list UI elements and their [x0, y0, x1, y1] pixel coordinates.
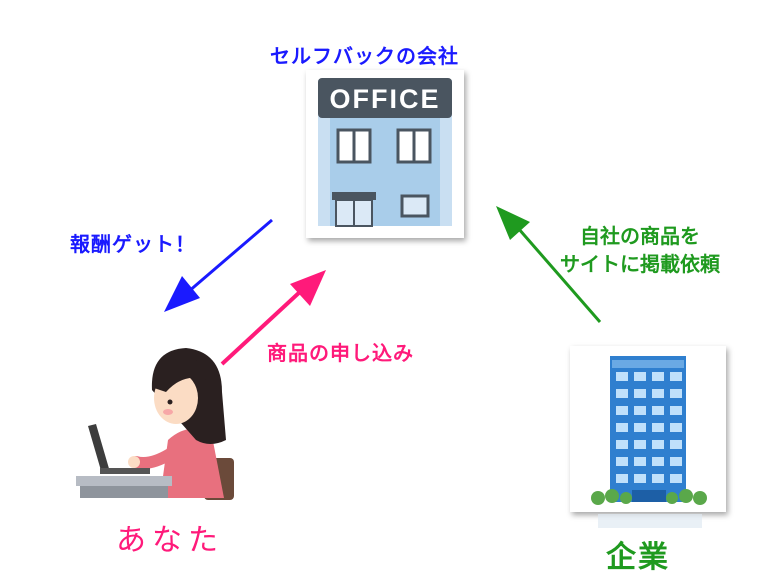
request-label-line1: 自社の商品を [580, 224, 700, 248]
reward-arrow [164, 218, 273, 312]
office-title: セルフバックの会社 [270, 44, 459, 68]
office-building-graphic: OFFICE [318, 78, 452, 227]
reward-label: 報酬ゲット！ [70, 232, 196, 256]
you-label: あなた [116, 523, 224, 558]
request-label-line2: サイトに掲載依頼 [560, 252, 720, 276]
request-arrow [496, 206, 602, 323]
apply-label: 商品の申し込み [267, 341, 414, 365]
company-label: 企業 [606, 540, 670, 575]
company-tower-graphic [591, 356, 707, 528]
apply-arrow [220, 270, 326, 366]
request-label: 自社の商品を サイトに掲載依頼 [560, 222, 720, 278]
person-with-laptop-icon [76, 348, 234, 500]
office-sign-text: OFFICE [330, 84, 441, 114]
